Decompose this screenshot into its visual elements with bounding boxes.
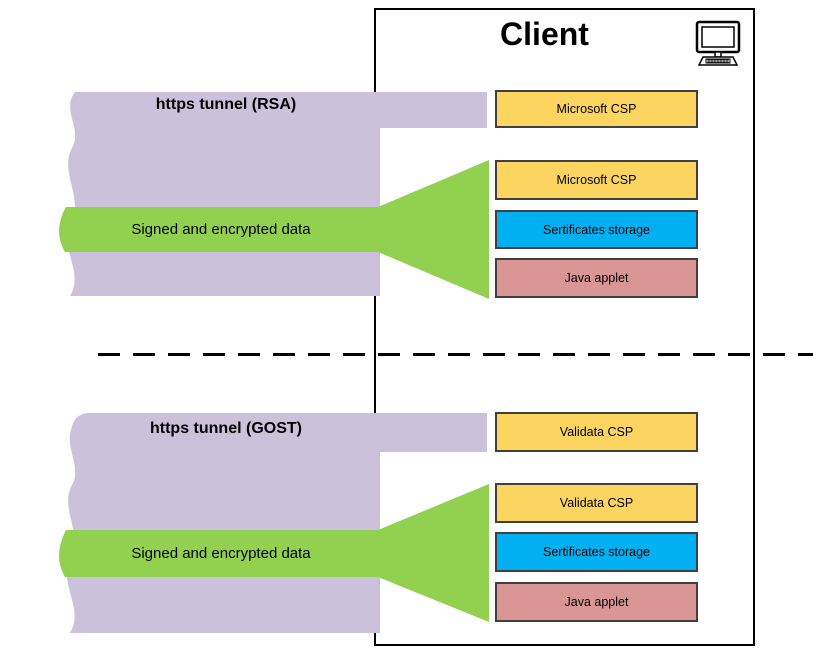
- box-gost-validata-csp: Validata CSP: [495, 483, 698, 523]
- box-label: Sertificates storage: [543, 545, 650, 559]
- box-label: Java applet: [564, 271, 629, 285]
- box-gost-certificates-storage: Sertificates storage: [495, 532, 698, 572]
- tunnel-gost-label: https tunnel (GOST): [150, 420, 302, 437]
- box-rsa-certificates-storage: Sertificates storage: [495, 210, 698, 249]
- box-gost-java-applet: Java applet: [495, 582, 698, 622]
- box-label: Validata CSP: [559, 496, 634, 510]
- client-title: Client: [500, 16, 589, 52]
- box-label: Validata CSP: [559, 425, 634, 439]
- gost-funnel: [378, 484, 489, 622]
- box-rsa-microsoft-csp-top: Microsoft CSP: [495, 90, 698, 128]
- rsa-data-label: Signed and encrypted data: [131, 221, 311, 238]
- rsa-green-band: [59, 207, 378, 252]
- box-label: Microsoft CSP: [556, 173, 637, 187]
- rsa-funnel: [378, 160, 489, 299]
- box-rsa-microsoft-csp: Microsoft CSP: [495, 160, 698, 200]
- tunnel-rsa-shape: [59, 92, 489, 299]
- tunnel-gost-shape: [59, 413, 489, 633]
- box-label: Java applet: [564, 595, 629, 609]
- gost-green-band: [59, 530, 378, 577]
- computer-icon: [695, 20, 741, 66]
- section-divider: [98, 353, 813, 356]
- tunnel-rsa-label: https tunnel (RSA): [155, 96, 297, 113]
- box-label: Microsoft CSP: [556, 102, 637, 116]
- gost-data-label: Signed and encrypted data: [131, 545, 311, 562]
- box-gost-validata-csp-top: Validata CSP: [495, 412, 698, 452]
- box-label: Sertificates storage: [543, 222, 650, 237]
- gost-purple-band: [66, 413, 488, 633]
- box-rsa-java-applet: Java applet: [495, 258, 698, 298]
